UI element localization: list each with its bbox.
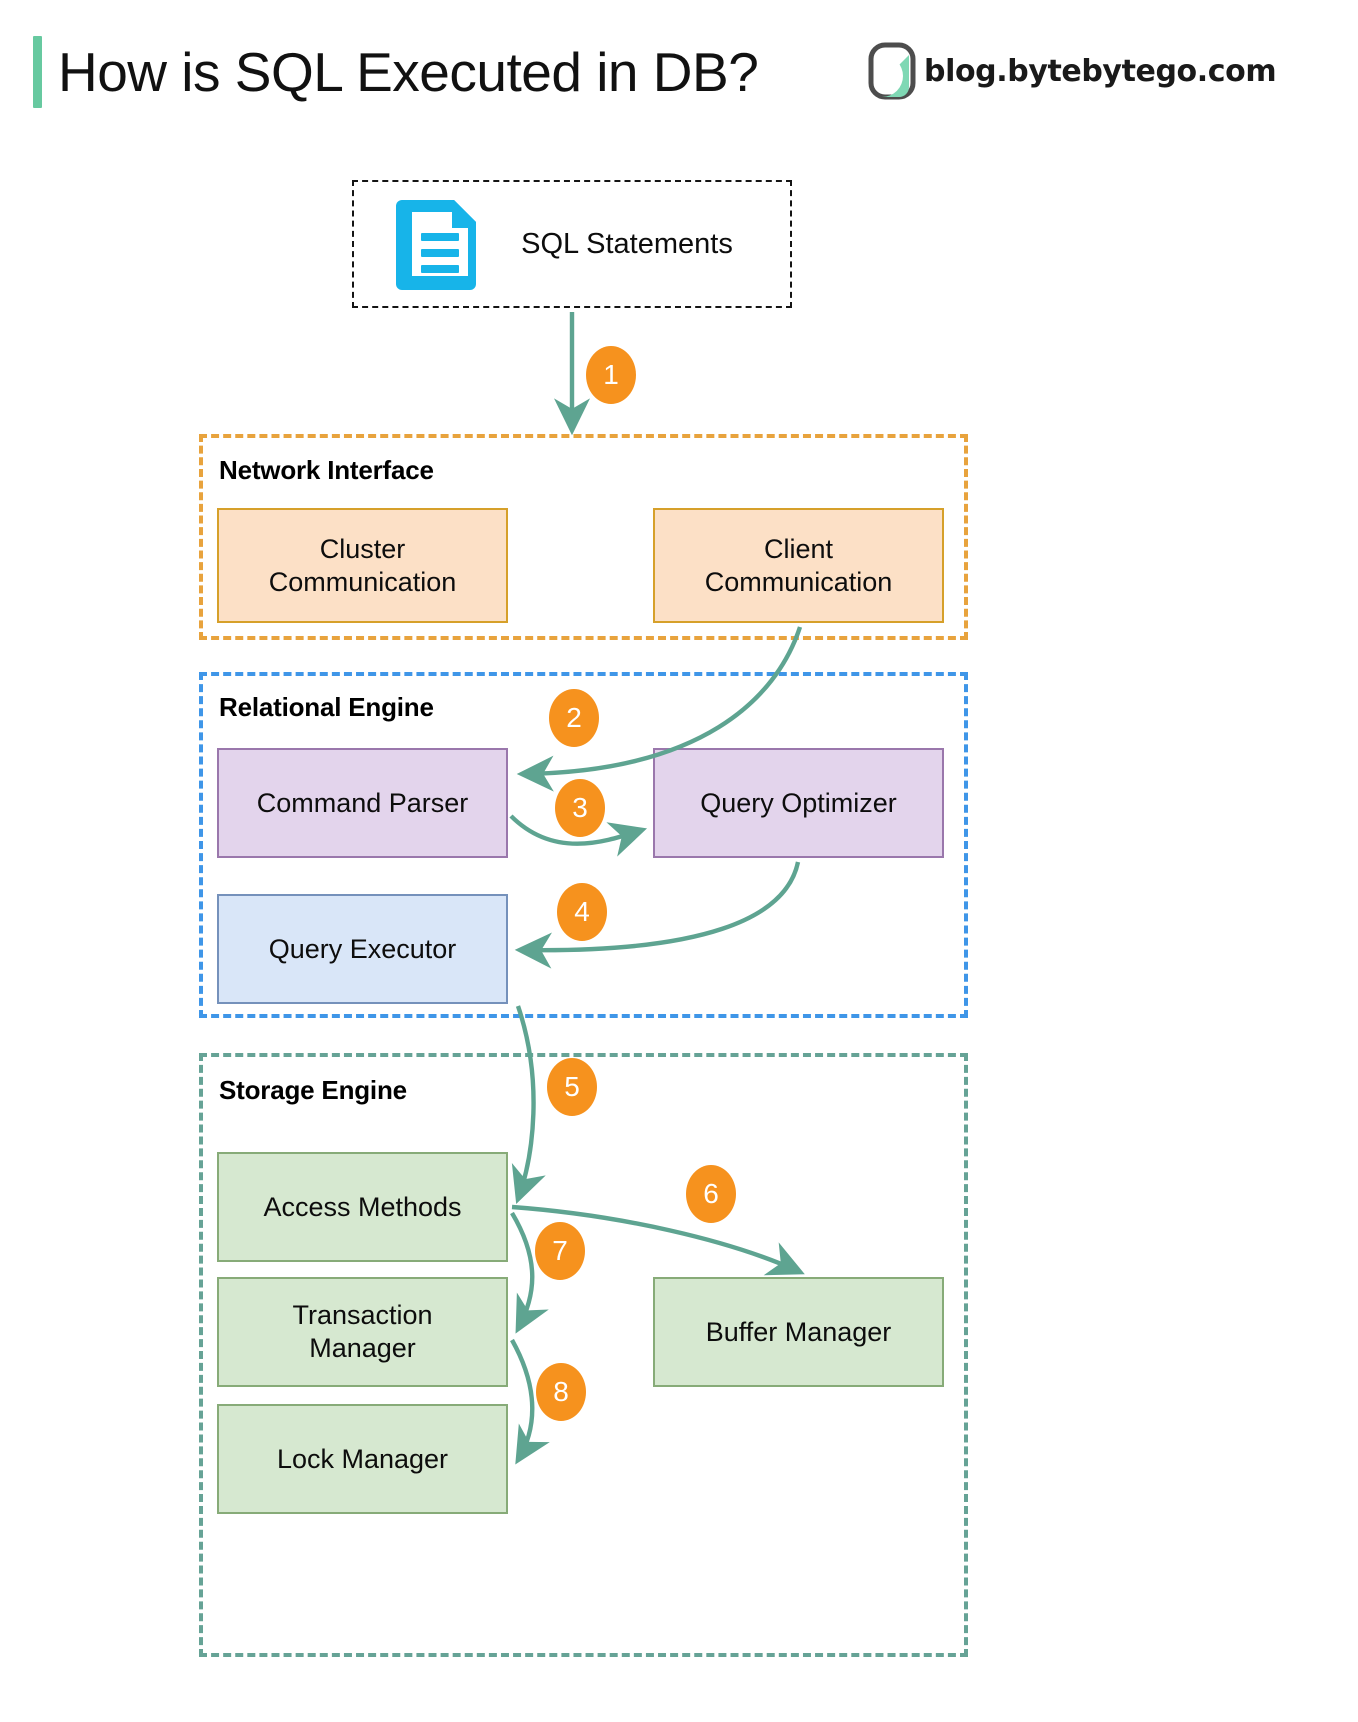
- node-cluster-communication[interactable]: Cluster Communication: [217, 508, 508, 623]
- group-title-network-interface: Network Interface: [219, 455, 434, 485]
- step-badge-4: 4: [557, 883, 607, 941]
- node-query-executor[interactable]: Query Executor: [217, 894, 508, 1004]
- step-badge-8: 8: [536, 1363, 586, 1421]
- brand-text: blog.bytebytego.com: [924, 53, 1277, 89]
- step-badge-6: 6: [686, 1165, 736, 1223]
- node-label: Lock Manager: [276, 1443, 449, 1474]
- node-label-line1: Cluster: [319, 533, 406, 564]
- step-badge-7: 7: [535, 1222, 585, 1280]
- page-title: How is SQL Executed in DB?: [58, 41, 759, 103]
- node-label: Buffer Manager: [705, 1316, 892, 1347]
- bytebytego-logo-icon: [868, 42, 916, 100]
- node-label: Access Methods: [263, 1191, 462, 1222]
- step-badge-3: 3: [555, 779, 605, 837]
- title-accent-bar: [33, 36, 42, 108]
- node-label-line1: Client: [763, 533, 834, 564]
- node-transaction-manager[interactable]: Transaction Manager: [217, 1277, 508, 1387]
- header: How is SQL Executed in DB? blog.bytebyte…: [0, 0, 1358, 140]
- node-query-optimizer[interactable]: Query Optimizer: [653, 748, 944, 858]
- node-label: Query Executor: [268, 933, 457, 964]
- node-client-communication[interactable]: Client Communication: [653, 508, 944, 623]
- node-label-line2: Communication: [268, 566, 457, 597]
- node-lock-manager[interactable]: Lock Manager: [217, 1404, 508, 1514]
- node-label-line2: Manager: [309, 1333, 416, 1363]
- group-storage-engine: [199, 1053, 968, 1657]
- node-label-line2: Communication: [704, 566, 893, 597]
- step-badge-2: 2: [549, 689, 599, 747]
- step-badge-5: 5: [547, 1058, 597, 1116]
- node-buffer-manager[interactable]: Buffer Manager: [653, 1277, 944, 1387]
- node-label: Command Parser: [256, 787, 469, 818]
- document-icon: [392, 194, 484, 294]
- group-title-storage-engine: Storage Engine: [219, 1075, 407, 1105]
- node-label-line1: Transaction: [292, 1300, 433, 1331]
- brand[interactable]: blog.bytebytego.com: [868, 40, 1277, 102]
- step-badge-1: 1: [586, 346, 636, 404]
- sql-statements-box[interactable]: SQL Statements: [352, 180, 792, 308]
- group-title-relational-engine: Relational Engine: [219, 692, 434, 722]
- node-command-parser[interactable]: Command Parser: [217, 748, 508, 858]
- sql-statements-label: SQL Statements: [521, 227, 733, 260]
- node-access-methods[interactable]: Access Methods: [217, 1152, 508, 1262]
- node-label: Query Optimizer: [700, 787, 897, 818]
